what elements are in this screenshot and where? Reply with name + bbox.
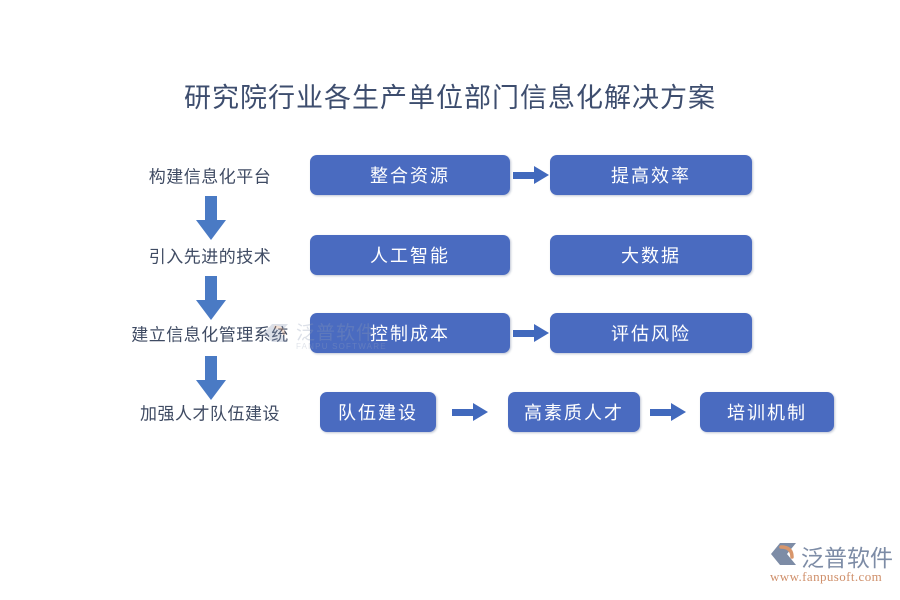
node-box[interactable]: 培训机制: [700, 392, 834, 432]
stage-row: 建立信息化管理系统 控制成本评估风险: [0, 312, 900, 354]
arrow-shaft: [205, 356, 217, 382]
node-box[interactable]: 提高效率: [550, 155, 752, 195]
node-box[interactable]: 队伍建设: [320, 392, 436, 432]
arrow-head: [196, 300, 226, 320]
stage-row: 引入先进的技术 人工智能大数据: [0, 234, 900, 276]
brand-url: www.fanpusoft.com: [770, 569, 883, 584]
stage-label: 加强人才队伍建设: [140, 404, 280, 424]
arrow-head: [534, 324, 549, 342]
arrow-shaft: [205, 196, 217, 222]
node-box[interactable]: 控制成本: [310, 313, 510, 353]
arrow-shaft: [452, 409, 475, 416]
arrow-head: [196, 380, 226, 400]
arrow-shaft: [205, 276, 217, 302]
node-box[interactable]: 人工智能: [310, 235, 510, 275]
arrow-down-icon: [196, 196, 226, 240]
brand-logo: 泛普软件 www.fanpusoft.com: [768, 540, 893, 588]
arrow-down-icon: [196, 276, 226, 320]
node-box[interactable]: 高素质人才: [508, 392, 640, 432]
arrow-head: [671, 403, 686, 421]
fanpu-logo-mark-icon: [771, 543, 796, 565]
node-box[interactable]: 整合资源: [310, 155, 510, 195]
stage-label: 引入先进的技术: [148, 247, 272, 267]
arrow-right-icon: [513, 324, 549, 342]
brand-name: 泛普软件: [801, 546, 893, 571]
arrow-right-icon: [452, 403, 488, 421]
arrow-down-icon: [196, 356, 226, 400]
node-box[interactable]: 大数据: [550, 235, 752, 275]
arrow-head: [534, 166, 549, 184]
arrow-head: [473, 403, 488, 421]
stage-label: 建立信息化管理系统: [131, 325, 289, 345]
arrow-right-icon: [650, 403, 686, 421]
stage-row: 构建信息化平台 整合资源提高效率: [0, 154, 900, 196]
arrow-right-icon: [513, 166, 549, 184]
arrow-shaft: [650, 409, 673, 416]
arrow-shaft: [513, 330, 536, 337]
stage-row: 加强人才队伍建设 队伍建设 高素质人才 培训机制: [0, 391, 900, 433]
stage-label: 构建信息化平台: [148, 167, 272, 187]
node-box[interactable]: 评估风险: [550, 313, 752, 353]
arrow-shaft: [513, 172, 536, 179]
arrow-head: [196, 220, 226, 240]
page-title: 研究院行业各生产单位部门信息化解决方案: [184, 83, 716, 113]
